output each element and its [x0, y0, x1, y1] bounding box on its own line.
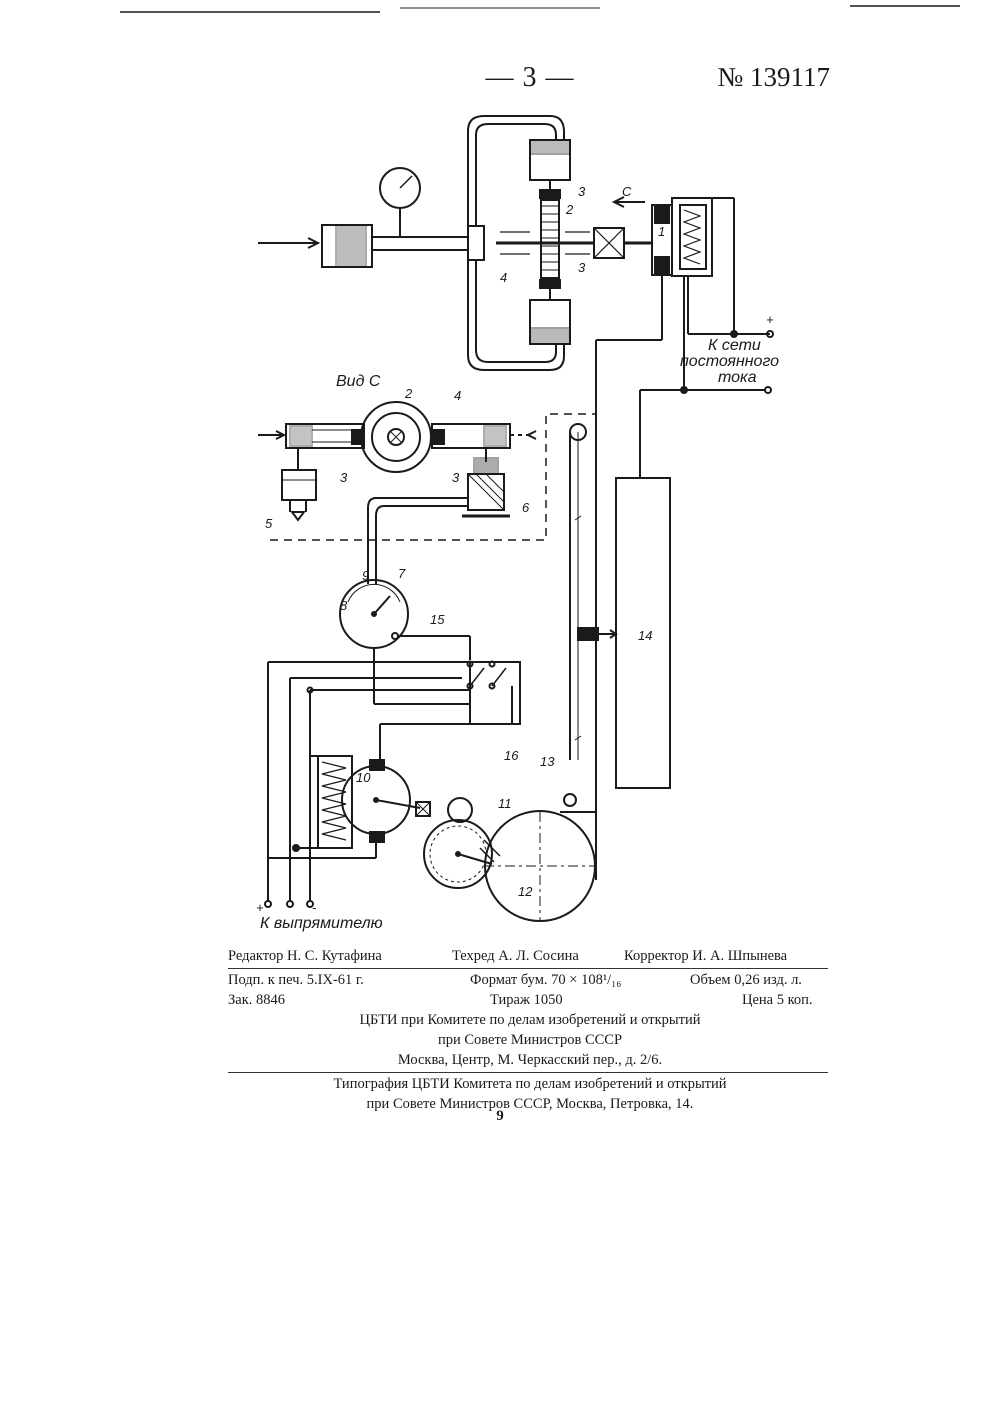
price: Цена 5 коп. — [742, 992, 813, 1009]
label-8: 8 — [340, 598, 348, 613]
label-6: 6 — [522, 500, 530, 515]
dc-label-1: К сети — [708, 337, 761, 354]
dc-plus: + — [766, 312, 774, 327]
imprint-block: Редактор Н. С. Кутафина Техред А. Л. Сос… — [220, 948, 840, 1108]
label-2-upper: 2 — [565, 202, 574, 217]
label-3-lower: 3 — [578, 260, 586, 275]
order-number: Зак. 8846 — [228, 992, 285, 1009]
dc-label-2: постоянного — [680, 353, 779, 370]
label-3-upper: 3 — [578, 184, 586, 199]
rect-minus: - — [312, 900, 317, 915]
publisher-address: Москва, Центр, М. Черкасский пер., д. 2/… — [220, 1052, 840, 1072]
label-14: 14 — [638, 628, 652, 643]
label-11: 11 — [498, 796, 512, 811]
label-4-upper: 4 — [500, 270, 507, 285]
imprint-rule-bottom — [228, 1072, 828, 1073]
label-9: 9 — [362, 568, 369, 583]
label-12: 12 — [518, 884, 533, 899]
label-13: 13 — [540, 754, 555, 769]
label-16: 16 — [504, 748, 519, 763]
paper-format: Формат бум. 70 × 108¹/₁₆ — [470, 972, 621, 989]
view-c-label: Вид С — [336, 373, 381, 390]
signed-date: Подп. к печ. 5.IX-61 г. — [228, 972, 364, 989]
label-15: 15 — [430, 612, 445, 627]
label-3-view-left: 3 — [340, 470, 348, 485]
publisher-line-1: ЦБТИ при Комитете по делам изобретений и… — [220, 1012, 840, 1032]
dc-label-3: тока — [718, 369, 757, 386]
volume: Объем 0,26 изд. л. — [690, 972, 802, 989]
sheet-number: 9 — [480, 1108, 520, 1125]
label-4-view: 4 — [454, 388, 461, 403]
rectifier-label: К выпрямителю — [260, 915, 383, 932]
label-1: 1 — [658, 224, 665, 239]
rect-plus: + — [256, 900, 264, 915]
publisher-line-2: при Совете Министров СССР — [220, 1032, 840, 1052]
printer-line-2: при Совете Министров СССР, Москва, Петро… — [220, 1096, 840, 1116]
printer-line-1: Типография ЦБТИ Комитета по делам изобре… — [220, 1076, 840, 1096]
label-10: 10 — [356, 770, 371, 785]
corrector: Корректор И. А. Шпынева — [624, 948, 787, 965]
editor: Редактор Н. С. Кутафина — [228, 948, 382, 965]
imprint-rule-top — [228, 968, 828, 969]
label-5: 5 — [265, 516, 273, 531]
techred: Техред А. Л. Сосина — [452, 948, 579, 965]
label-2-view: 2 — [404, 386, 413, 401]
label-7: 7 — [398, 566, 406, 581]
label-3-view-right: 3 — [452, 470, 460, 485]
print-run: Тираж 1050 — [490, 992, 563, 1009]
arrow-c-label: С — [622, 184, 632, 199]
